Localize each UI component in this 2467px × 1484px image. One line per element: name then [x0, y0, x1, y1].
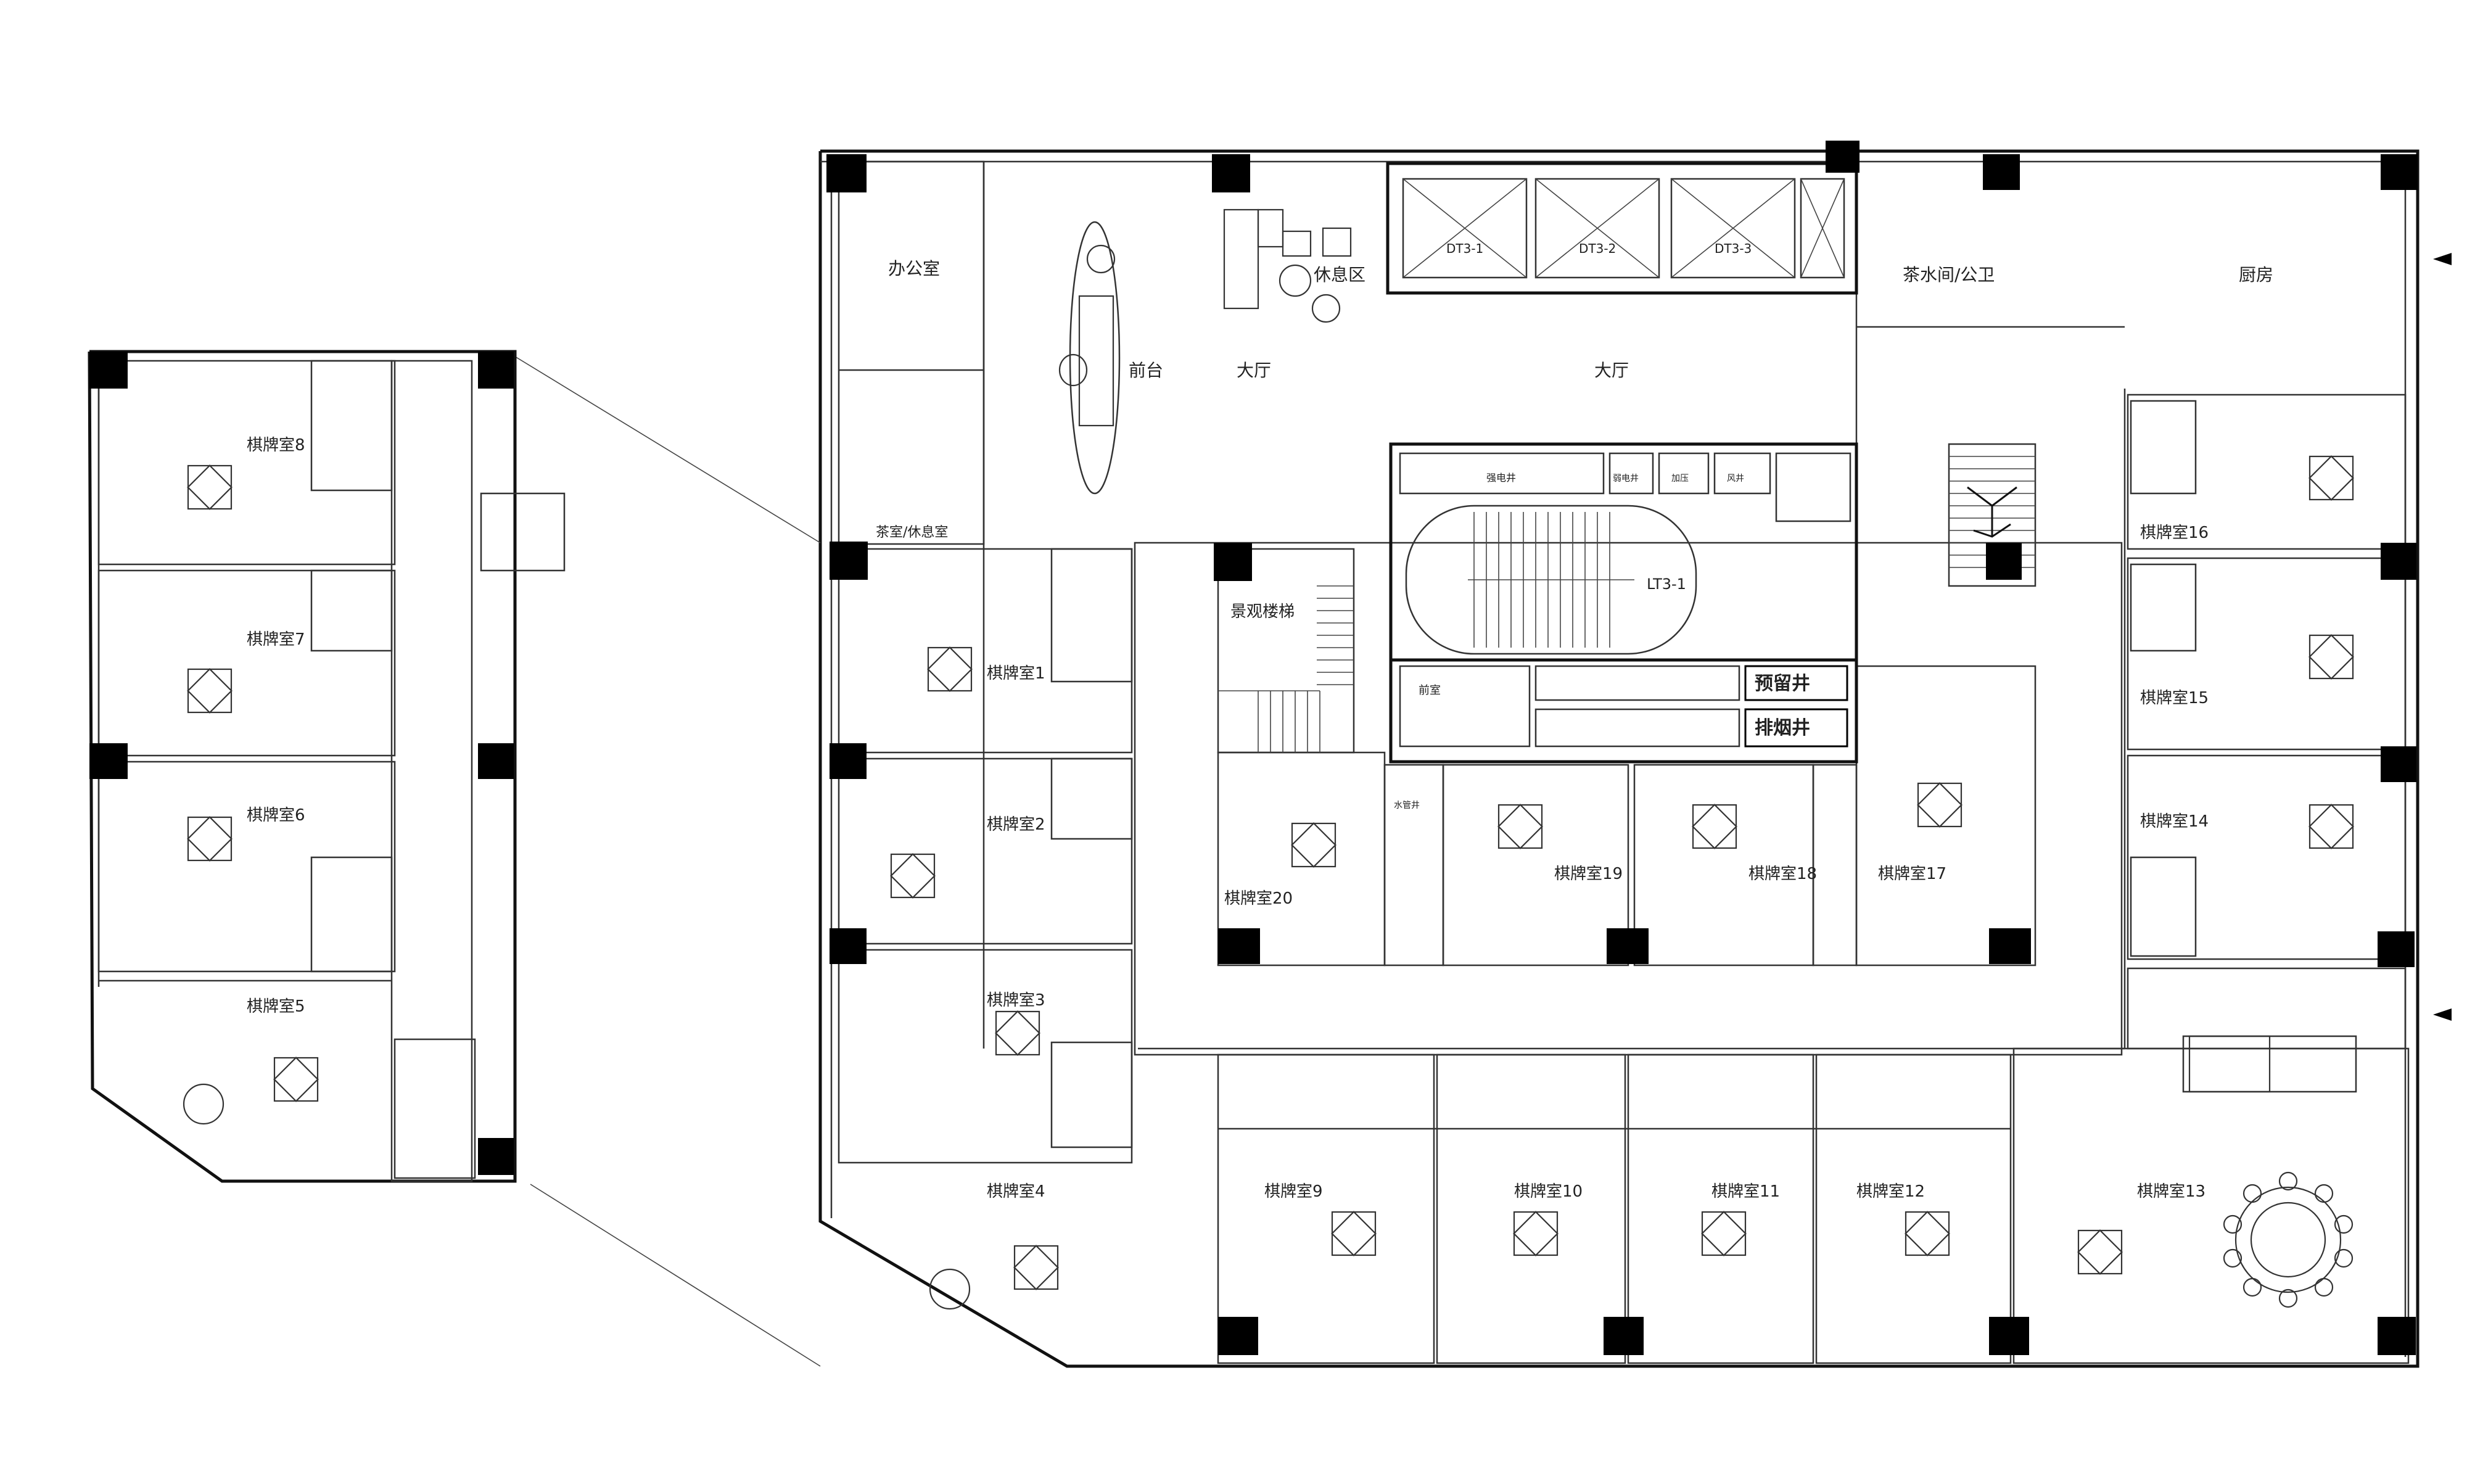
label-r1: 棋牌室1	[987, 664, 1045, 683]
detail-labels: 棋牌室5 棋牌室6 棋牌室7 棋牌室8	[247, 436, 305, 1016]
callout-line-top	[511, 354, 821, 543]
label-r13: 棋牌室13	[2137, 1182, 2205, 1201]
mahjong-tables-main	[890, 455, 2354, 1290]
landscape-stair	[1217, 548, 1355, 754]
label-r5: 棋牌室5	[247, 997, 305, 1016]
bottom-room-row	[1217, 1035, 2410, 1364]
label-r14: 棋牌室14	[2140, 812, 2209, 831]
label-r2: 棋牌室2	[987, 815, 1045, 834]
label-r12: 棋牌室12	[1856, 1182, 1925, 1201]
label-r10: 棋牌室10	[1514, 1182, 1583, 1201]
mahjong-tables-detail	[187, 464, 319, 1102]
label-r7: 棋牌室7	[247, 630, 305, 649]
label-r19: 棋牌室19	[1554, 865, 1623, 883]
label-r6: 棋牌室6	[247, 806, 305, 825]
label-hall-1: 大厅	[1237, 360, 1271, 381]
section-arrow-top	[2433, 253, 2452, 265]
label-r11: 棋牌室11	[1711, 1182, 1780, 1201]
label-pantry: 茶水间/公卫	[1903, 265, 1995, 285]
elevator-core	[1386, 162, 1858, 295]
main-plan: 办公室 茶室/休息室 前台 大厅 休息区 大厅 茶水间/公卫 厨房 景观楼梯 L…	[818, 141, 2420, 1368]
section-arrow-bottom	[2433, 1008, 2452, 1021]
label-r18: 棋牌室18	[1748, 865, 1817, 883]
plant-room-4	[929, 1268, 971, 1310]
detail-outer-wall	[88, 350, 517, 1183]
label-r8: 棋牌室8	[247, 436, 305, 455]
label-r15: 棋牌室15	[2140, 689, 2209, 707]
label-stair-view: 景观楼梯	[1230, 603, 1295, 621]
main-labels: 办公室 茶室/休息室 前台 大厅 休息区 大厅 茶水间/公卫 厨房 景观楼梯 L…	[876, 241, 2273, 1201]
main-columns	[826, 141, 2418, 1355]
label-lounge: 休息区	[1314, 265, 1365, 285]
right-room-column	[2127, 394, 2407, 1050]
lounge-sofa	[1223, 208, 1352, 323]
label-dt-2: DT3-2	[1579, 241, 1616, 256]
reception-desk	[1058, 221, 1121, 495]
label-dt-3: DT3-3	[1715, 241, 1752, 256]
left-room-column	[838, 160, 1133, 1164]
label-smoke-shaft: 排烟井	[1755, 717, 1810, 739]
plant-room-5	[183, 1083, 224, 1125]
label-r20: 棋牌室20	[1224, 889, 1293, 908]
main-outer-wall	[818, 149, 2420, 1368]
label-r16: 棋牌室16	[2140, 524, 2209, 542]
label-office: 办公室	[888, 258, 940, 279]
label-r9: 棋牌室9	[1264, 1182, 1323, 1201]
detail-plan: 棋牌室5 棋牌室6 棋牌室7 棋牌室8	[88, 350, 566, 1183]
label-stair-core: LT3-1	[1647, 575, 1686, 593]
label-r4: 棋牌室4	[987, 1182, 1045, 1201]
middle-room-row	[1217, 665, 2037, 967]
stair-core	[1389, 442, 1858, 764]
label-shaft-e: 风井	[1727, 474, 1744, 484]
round-banquet-table	[2223, 1171, 2354, 1308]
label-r17: 棋牌室17	[1878, 865, 1946, 883]
label-shaft-a: 前室	[1419, 684, 1441, 697]
label-hall-2: 大厅	[1594, 360, 1629, 381]
callout-line-bottom	[530, 1184, 821, 1367]
label-shaft-d: 加压	[1671, 474, 1689, 484]
label-reserved-shaft: 预留井	[1755, 673, 1810, 695]
label-shaft-c: 弱电井	[1613, 474, 1639, 484]
label-shaft-b: 强电井	[1486, 472, 1516, 484]
label-r3: 棋牌室3	[987, 991, 1045, 1010]
label-tea-lounge: 茶室/休息室	[876, 525, 948, 540]
label-shaft-f: 水管井	[1394, 801, 1420, 810]
kitchen-island	[2188, 1035, 2271, 1093]
detail-columns	[89, 352, 514, 1175]
label-dt-1: DT3-1	[1446, 241, 1483, 256]
label-reception: 前台	[1129, 360, 1163, 381]
label-kitchen: 厨房	[2239, 265, 2273, 285]
